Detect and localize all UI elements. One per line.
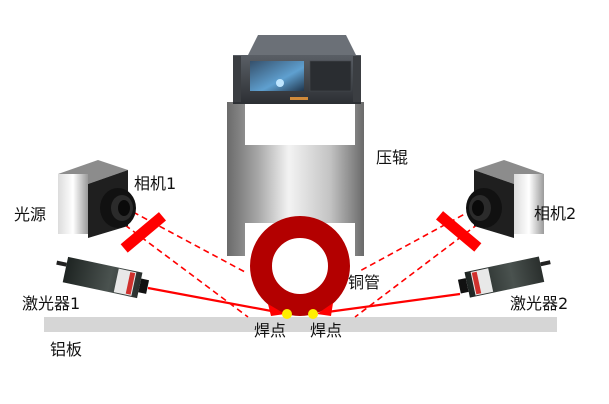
aluminum-plate xyxy=(44,317,557,332)
label-aluminum-plate: 铝板 xyxy=(50,340,83,359)
camera-1 xyxy=(58,160,136,238)
label-weld-point-right: 焊点 xyxy=(310,321,343,340)
camera-2 xyxy=(466,160,544,238)
weld-points xyxy=(282,309,318,319)
label-camera-2: 相机2 xyxy=(534,204,577,223)
label-weld-point-left: 焊点 xyxy=(254,321,287,340)
laser-beams xyxy=(147,286,461,315)
press-roller xyxy=(227,102,364,263)
filter-left xyxy=(120,212,167,253)
laser-2 xyxy=(457,256,551,298)
industrial-pc xyxy=(233,35,361,104)
label-laser-1: 激光器1 xyxy=(22,294,81,313)
filter-right xyxy=(435,211,482,252)
copper-tube xyxy=(250,216,350,316)
label-laser-2: 激光器2 xyxy=(510,294,569,313)
laser-arrowheads xyxy=(268,303,333,316)
label-copper-tube: 铜管 xyxy=(348,273,381,292)
laser-1 xyxy=(56,256,150,299)
label-light-source: 光源 xyxy=(14,205,47,224)
label-press-roller: 压辊 xyxy=(376,148,409,167)
label-camera-1: 相机1 xyxy=(134,174,177,193)
